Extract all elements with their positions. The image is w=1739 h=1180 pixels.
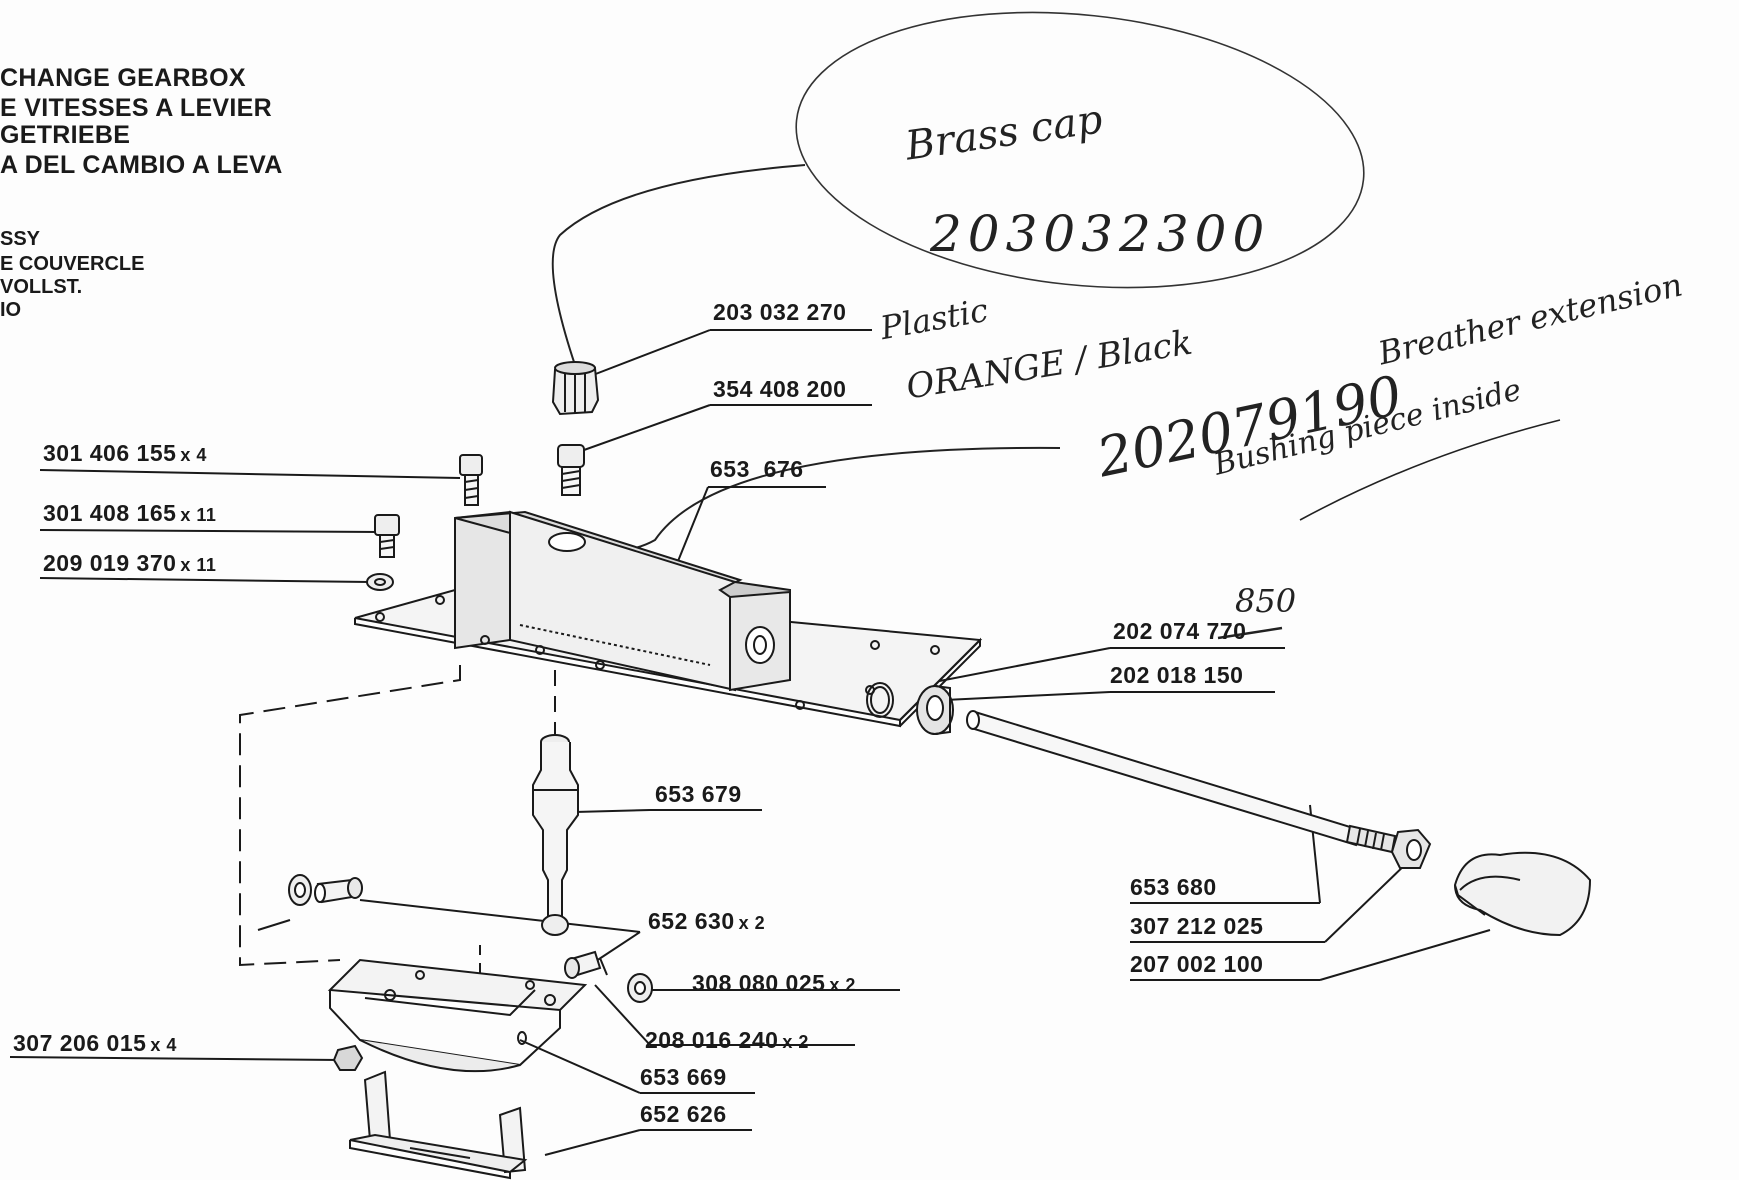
qty-209019370: x 11: [180, 555, 217, 575]
washer-209019370-part: [366, 573, 394, 591]
leader-307212025: [1324, 859, 1411, 943]
handwritten-circle-number: 203032300: [930, 205, 1271, 263]
leader-203032270: [579, 329, 711, 381]
qty-308080025: x 2: [829, 975, 856, 995]
part-label-653669: 653 669: [640, 1064, 727, 1090]
part-label-202018150: 202 018 150: [1110, 662, 1244, 688]
title-line-2: E VITESSES A LEVIER: [0, 94, 272, 122]
part-label-652626: 652 626: [640, 1101, 727, 1127]
subtitle-line-4: IO: [0, 299, 22, 321]
strike-old-suffix: [1217, 626, 1283, 640]
mounting-bracket-part: [349, 1070, 528, 1180]
part-label-202074: 202 074 770: [1113, 618, 1247, 644]
qty-301406155: x 4: [180, 445, 207, 465]
part-label-653676: 653 676: [710, 456, 804, 482]
assembly-dash-left: [239, 665, 461, 967]
leader-307206015: [9, 1056, 341, 1061]
part-label-203032270: 203 032 270: [713, 299, 847, 325]
qty-208016240: x 2: [782, 1032, 809, 1052]
shift-lever-part: [532, 734, 579, 936]
nut-307206015-part: [332, 1044, 364, 1071]
washer-308080025-part: [627, 973, 653, 1003]
handwritten-circle: [795, 11, 1365, 289]
qty-652630: x 2: [738, 913, 766, 933]
leader-653679: [574, 809, 651, 813]
shift-rod-part: [966, 710, 1397, 854]
bolt-301408165-part: [374, 514, 400, 558]
part-label-653680: 653 680: [1130, 874, 1217, 900]
nut-307212025-part: [1390, 828, 1432, 869]
leader-652626: [544, 1129, 641, 1156]
subtitle-line-3: VOLLST.: [0, 276, 83, 298]
o-ring-part: [866, 682, 894, 718]
handwritten-callout-to-cap: [551, 164, 806, 366]
handwritten-new-suffix: 850: [1235, 582, 1297, 620]
leader-301406155: [39, 469, 461, 479]
old-suffix: 770: [1206, 618, 1247, 644]
title-line-1: CHANGE GEARBOX: [0, 64, 246, 92]
washer-pin-left-part: [257, 874, 363, 931]
part-label-307212025: 307 212 025: [1130, 913, 1264, 939]
leader-653669: [519, 1039, 641, 1094]
leader-208016240: [594, 984, 651, 1046]
qty-301408165: x 11: [180, 505, 217, 525]
part-label-207002100: 207 002 100: [1130, 951, 1264, 977]
breather-fitting-part: [557, 444, 585, 496]
title-line-3: GETRIEBE: [0, 121, 131, 149]
part-label-653679: 653 679: [655, 781, 742, 807]
pin-right-part: [564, 950, 608, 979]
leader-301408165: [39, 529, 381, 533]
leader-207002100: [1319, 929, 1491, 981]
qty-307206015: x 4: [150, 1035, 177, 1055]
subtitle-line-2: E COUVERCLE: [0, 253, 145, 275]
subtitle-line-1: SSY: [0, 228, 41, 250]
leader-202018150: [944, 691, 1111, 701]
handwritten-callout-to-breather: [559, 446, 1061, 553]
part-label-354408200: 354 408 200: [713, 376, 847, 402]
shift-gate-part: [327, 958, 588, 1073]
leader-209019370: [39, 577, 371, 583]
bushing-part: [916, 685, 954, 735]
bolt-301406155-part: [459, 454, 483, 506]
leader-354408200: [569, 404, 711, 456]
leader-652630-a: [359, 899, 641, 933]
title-line-4: A DEL CAMBIO A LEVA: [0, 151, 283, 179]
handwritten-underline-stroke: [1299, 419, 1561, 521]
breather-cap-part: [551, 361, 600, 416]
cover-housing-part: [354, 510, 983, 728]
knob-part: [1453, 851, 1592, 937]
